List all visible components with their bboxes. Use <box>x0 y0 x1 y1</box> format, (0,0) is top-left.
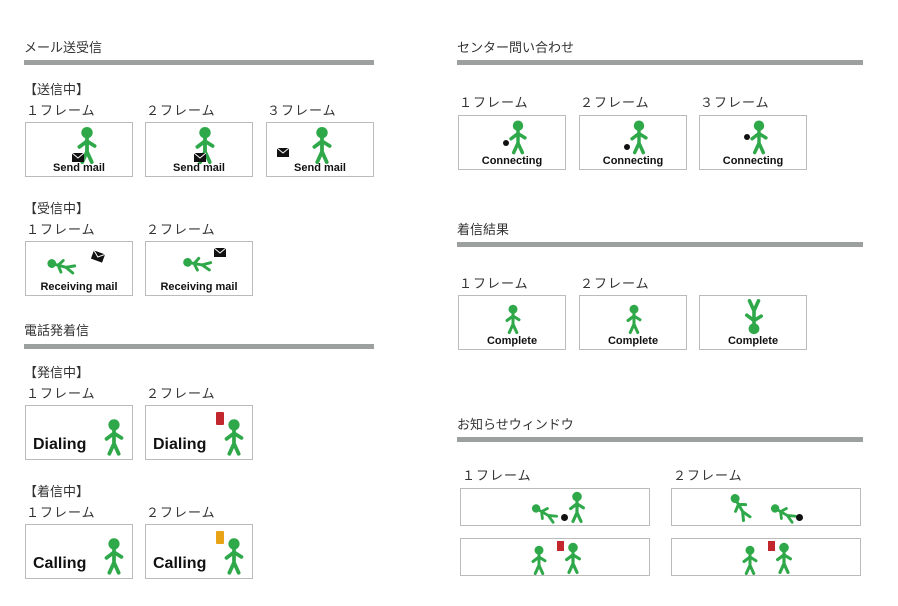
person-icon <box>527 545 551 575</box>
section-rule <box>457 60 863 65</box>
frame-caption: Complete <box>727 335 779 347</box>
section-rule <box>457 437 863 442</box>
person-icon <box>738 545 762 575</box>
frame-label: １フレーム <box>459 277 529 292</box>
person-icon <box>505 119 531 155</box>
subheading-sending: 【送信中】 <box>24 83 90 98</box>
section-rule <box>24 60 374 65</box>
frame-label: ２フレーム <box>146 104 216 119</box>
ball-icon <box>796 514 803 521</box>
frame-label: １フレーム <box>459 96 529 111</box>
animation-frame: Connecting <box>579 115 687 170</box>
animation-frame: Complete <box>579 295 687 350</box>
subheading-calling: 【着信中】 <box>24 485 90 500</box>
red-card-icon <box>768 541 775 551</box>
envelope-icon <box>91 250 105 263</box>
frame-label: ２フレーム <box>673 469 743 484</box>
animation-frame: Receiving mail <box>145 241 253 296</box>
subheading-receiving: 【受信中】 <box>24 202 90 217</box>
person-icon <box>100 418 128 456</box>
animation-frame: Send mail <box>266 122 374 177</box>
frame-caption: Connecting <box>722 155 784 167</box>
animation-frame: Complete <box>458 295 566 350</box>
person-icon <box>561 541 585 575</box>
frame-label: １フレーム <box>462 469 532 484</box>
frame-caption: Calling <box>33 555 87 572</box>
animation-frame: Receiving mail <box>25 241 133 296</box>
person-icon <box>501 304 525 334</box>
person-icon <box>622 304 646 334</box>
notice-frame <box>671 488 861 526</box>
phone-icon <box>216 531 224 544</box>
frame-caption: Calling <box>153 555 207 572</box>
ball-icon <box>744 134 750 140</box>
animation-frame: Calling <box>145 524 253 579</box>
animation-frame: Send mail <box>25 122 133 177</box>
notice-frame <box>671 538 861 576</box>
notice-frame <box>460 538 650 576</box>
animation-frame: Send mail <box>145 122 253 177</box>
frame-label: １フレーム <box>26 223 96 238</box>
frame-label: １フレーム <box>26 387 96 402</box>
animation-frame: Calling <box>25 524 133 579</box>
person-icon <box>220 418 248 456</box>
frame-label: ２フレーム <box>146 387 216 402</box>
phone-icon <box>216 412 224 425</box>
envelope-icon <box>214 248 226 257</box>
frame-label: １フレーム <box>26 506 96 521</box>
frame-label: ２フレーム <box>146 223 216 238</box>
frame-label: ３フレーム <box>700 96 770 111</box>
person-icon <box>526 496 561 529</box>
frame-caption: Send mail <box>53 162 105 174</box>
frame-caption: Complete <box>607 335 659 347</box>
section-title-center: センター問い合わせ <box>457 41 575 56</box>
ball-icon <box>561 514 568 521</box>
section-title-notice: お知らせウィンドウ <box>457 418 574 433</box>
animation-frame: Complete <box>699 295 807 350</box>
section-rule <box>457 242 863 247</box>
envelope-icon <box>277 148 289 157</box>
animation-frame: Dialing <box>25 405 133 460</box>
frame-label: １フレーム <box>26 104 96 119</box>
frame-caption: Dialing <box>33 436 87 453</box>
section-title-phone: 電話発着信 <box>24 324 90 339</box>
person-icon <box>43 251 80 281</box>
section-title-result: 着信結果 <box>457 223 510 238</box>
person-icon <box>765 496 800 529</box>
ball-icon <box>503 140 509 146</box>
frame-caption: Connecting <box>602 155 664 167</box>
person-icon <box>179 250 214 277</box>
animation-frame: Connecting <box>699 115 807 170</box>
frame-label: ３フレーム <box>267 104 337 119</box>
envelope-icon <box>194 153 206 162</box>
ball-icon <box>624 144 630 150</box>
person-icon <box>100 537 128 575</box>
person-cheering-icon <box>740 299 768 335</box>
frame-caption: Receiving mail <box>160 281 238 293</box>
animation-frame: Dialing <box>145 405 253 460</box>
person-icon <box>220 537 248 575</box>
animation-frame: Connecting <box>458 115 566 170</box>
frame-caption: Dialing <box>153 436 207 453</box>
frame-caption: Receiving mail <box>40 281 118 293</box>
section-rule <box>24 344 374 349</box>
frame-label: ２フレーム <box>146 506 216 521</box>
frame-caption: Connecting <box>481 155 543 167</box>
frame-caption: Complete <box>486 335 538 347</box>
notice-frame <box>460 488 650 526</box>
red-card-icon <box>557 541 564 551</box>
person-icon <box>565 490 589 524</box>
frame-caption: Send mail <box>294 162 346 174</box>
person-icon <box>307 126 337 164</box>
frame-label: ２フレーム <box>580 277 650 292</box>
envelope-icon <box>72 153 84 162</box>
person-icon <box>772 541 796 575</box>
person-icon <box>626 119 652 155</box>
person-icon <box>722 488 758 526</box>
frame-label: ２フレーム <box>580 96 650 111</box>
frame-caption: Send mail <box>173 162 225 174</box>
section-title-mail: メール送受信 <box>24 41 103 56</box>
subheading-dialing: 【発信中】 <box>24 366 90 381</box>
